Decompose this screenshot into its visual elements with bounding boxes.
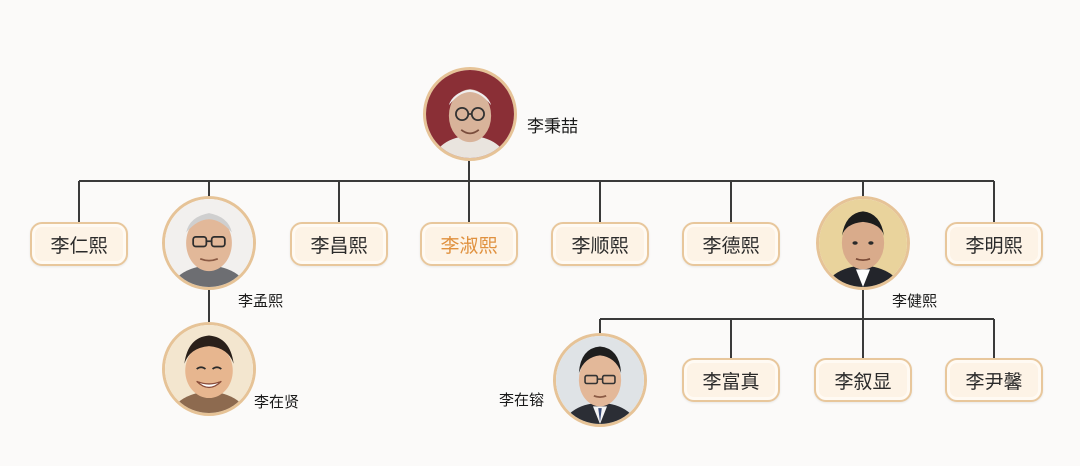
child-4: 李顺熙 [551, 222, 649, 266]
grandchild-jian-3: 李尹馨 [945, 358, 1043, 402]
root-name: 李秉喆 [527, 117, 578, 137]
grandchild-jian-2: 李叙显 [814, 358, 912, 402]
grandchild-jian-1: 李富真 [682, 358, 780, 402]
child-1-photo [162, 196, 256, 290]
child-0: 李仁熙 [30, 222, 128, 266]
child-7: 李明熙 [945, 222, 1043, 266]
grandchild-jian-0-name: 李在镕 [499, 391, 545, 409]
elderly-man-portrait-icon [426, 70, 514, 158]
man-portrait-icon [819, 199, 907, 287]
child-5: 李德熙 [682, 222, 780, 266]
child-6-photo [816, 196, 910, 290]
smiling-man-portrait-icon [165, 325, 253, 413]
grandchild-meng-0-photo [162, 322, 256, 416]
root-photo [423, 67, 517, 161]
child-6-name: 李健熙 [892, 292, 938, 310]
child-2: 李昌熙 [290, 222, 388, 266]
child-1-name: 李孟熙 [238, 292, 284, 310]
man-with-glasses-suit-portrait-icon [556, 336, 644, 424]
grandchild-jian-0-photo [553, 333, 647, 427]
grandchild-meng-0-name: 李在贤 [254, 393, 300, 411]
man-with-glasses-portrait-icon [165, 199, 253, 287]
child-3: 李淑熙 [420, 222, 518, 266]
